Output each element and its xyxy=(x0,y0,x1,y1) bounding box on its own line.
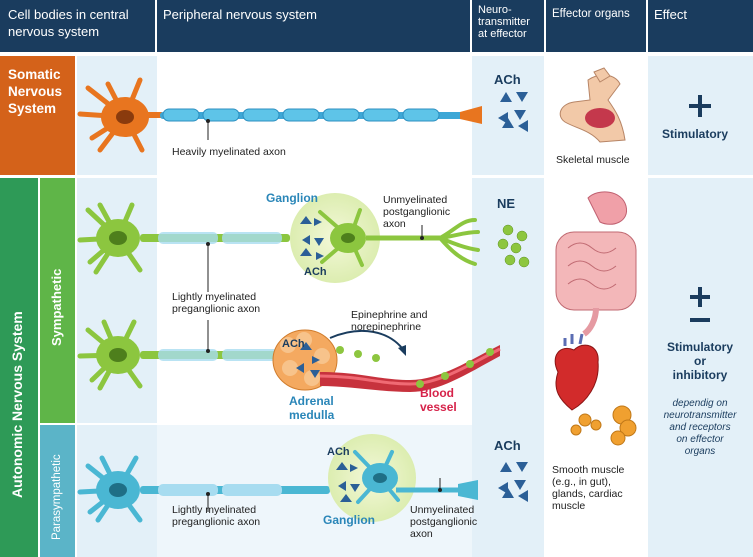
symp-neuron-bottom-icon xyxy=(77,319,143,391)
effect-bg-autonomic xyxy=(648,178,753,557)
para-pre-axon-label: Lightly myelinated preganglionic axon xyxy=(172,504,261,528)
skeletal-muscle-icon xyxy=(559,67,626,143)
somatic-neuron-icon xyxy=(77,77,162,153)
symp-neuron-top-icon xyxy=(77,202,143,275)
symp-pre-axon-label: Lightly myelinated preganglionic axon xyxy=(172,291,261,315)
parasympathetic-label-box xyxy=(40,425,75,557)
header-effect: Effect xyxy=(648,0,753,52)
somatic-label-box xyxy=(0,56,75,175)
symp-post-axon-label: Unmyelinated postganglionic axon xyxy=(383,194,451,230)
para-ganglion-nt-label: ACh xyxy=(327,446,350,458)
adrenal-label: Adrenal medulla xyxy=(289,394,335,422)
somatic-axon-label: Heavily myelinated axon xyxy=(172,146,286,158)
autonomic-effect-note: dependig on neurotransmitter and recepto… xyxy=(663,398,737,457)
para-ach-triangles-icon xyxy=(498,462,528,502)
glands-icon xyxy=(570,405,637,446)
sympathetic-label-box xyxy=(40,178,75,423)
header-cell-bodies: Cell bodies in central nervous system xyxy=(0,0,155,52)
symp-ganglion-label: Ganglion xyxy=(266,191,318,205)
somatic-ach-triangles-icon xyxy=(498,92,528,132)
para-nt-label: ACh xyxy=(494,438,521,453)
header-peripheral: Peripheral nervous system xyxy=(157,0,470,52)
somatic-label: Somatic Nervous System xyxy=(8,67,63,116)
somatic-axon xyxy=(160,106,482,140)
header-effector-organs: Effector organs xyxy=(546,0,646,52)
para-post-axon-label: Unmyelinated postganglionic axon xyxy=(410,504,478,540)
ne-dots-icon xyxy=(497,224,530,268)
somatic-organ-label: Skeletal muscle xyxy=(556,154,630,166)
symp-ganglion-ach-triangles-icon xyxy=(300,216,324,260)
adrenal-nt-label: ACh xyxy=(282,338,305,350)
epinephrine-arrow xyxy=(329,329,406,353)
cell-body-bg-symp xyxy=(77,178,157,423)
autonomic-effect-label: Stimulatory or inhibitory xyxy=(666,340,733,382)
symp-ganglion-icon xyxy=(290,193,380,283)
epinephrine-label: Epinephrine and norepinephrine xyxy=(351,309,428,333)
blood-vessel-icon xyxy=(319,345,501,392)
autonomic-organs-label: Smooth muscle (e.g., in gut), glands, ca… xyxy=(552,464,625,512)
para-ganglion-ach-triangles-icon xyxy=(336,462,360,502)
heart-icon xyxy=(554,333,599,411)
symp-ganglion-nt-label: ACh xyxy=(304,266,327,278)
somatic-plus-icon xyxy=(689,95,711,117)
para-ganglion-label: Ganglion xyxy=(323,513,375,527)
para-neuron-icon xyxy=(77,455,143,523)
intestine-icon xyxy=(555,191,637,337)
symp-nt-label: NE xyxy=(497,196,516,211)
autonomic-label-box xyxy=(0,178,38,557)
auto-plus-icon xyxy=(690,287,710,307)
somatic-nt-label: ACh xyxy=(494,72,521,87)
blood-vessel-label: Blood vessel xyxy=(420,386,457,414)
header-neurotransmitter: Neuro- transmitter at effector xyxy=(472,0,544,52)
adrenal-ach-triangles-icon xyxy=(296,342,320,378)
somatic-effect-label: Stimulatory xyxy=(662,127,729,141)
